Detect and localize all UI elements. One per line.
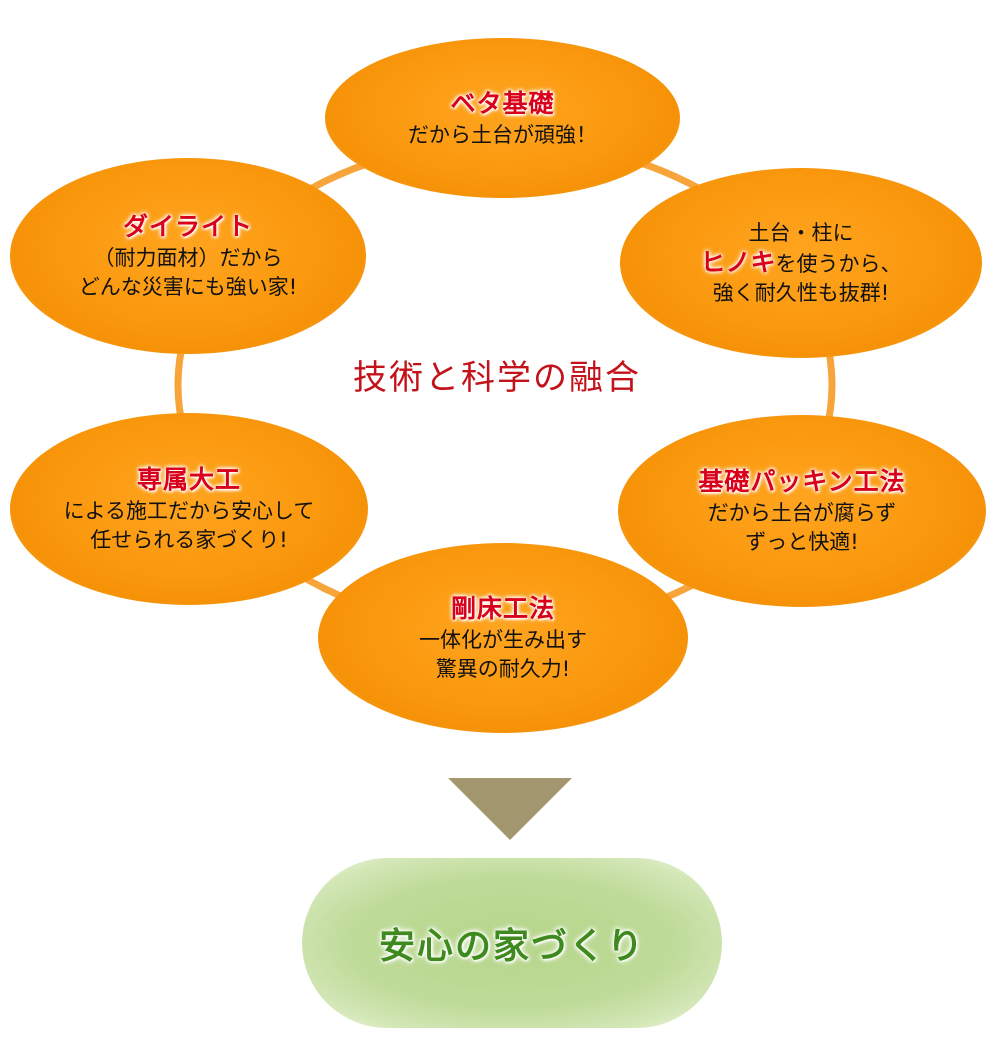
result-pill: 安心の家づくり (302, 858, 722, 1028)
node-title: ベタ基礎 (450, 88, 555, 118)
node-text: 驚異の耐久力! (435, 657, 571, 681)
node-text: 任せられる家づくり! (90, 528, 288, 552)
node-title: ダイライト (122, 212, 253, 241)
node-hinoki: 土台・柱に ヒノキを使うから、 強く耐久性も抜群! (620, 168, 982, 358)
node-goshou-kouhou: 剛床工法 一体化が生み出す 驚異の耐久力! (318, 543, 688, 733)
node-text: 土台・柱に (748, 220, 854, 245)
node-text: どんな災害にも強い家! (78, 275, 298, 299)
node-text: を使うから、 (775, 251, 902, 276)
node-kiso-packing: 基礎パッキン工法 だから土台が腐らず ずっと快適! (618, 415, 986, 607)
hinoki-highlight: ヒノキ (700, 247, 776, 277)
node-text: （耐力面材）だから (93, 246, 283, 270)
node-text-highlight-line: ヒノキを使うから、 (700, 248, 901, 279)
node-title: 基礎パッキン工法 (698, 467, 906, 496)
node-text: だから土台が頑強！ (408, 122, 597, 147)
node-dairaito: ダイライト （耐力面材）だから どんな災害にも強い家! (10, 158, 366, 354)
node-title: 剛床工法 (450, 594, 555, 623)
node-text: ずっと快適! (745, 530, 859, 554)
result-label: 安心の家づくり (378, 926, 645, 967)
node-text: 強く耐久性も抜群! (712, 280, 890, 305)
node-text: 一体化が生み出す (419, 628, 587, 652)
center-label: 技術と科学の融合 (353, 358, 641, 398)
node-beta-kiso: ベタ基礎 だから土台が頑強！ (325, 38, 680, 198)
down-arrow-icon (448, 778, 572, 840)
node-text: による施工だから安心して (63, 499, 315, 523)
node-senzoku-daiku: 専属大工 による施工だから安心して 任せられる家づくり! (10, 413, 368, 605)
node-title: 専属大工 (136, 465, 241, 494)
node-text: だから土台が腐らず (707, 501, 897, 525)
